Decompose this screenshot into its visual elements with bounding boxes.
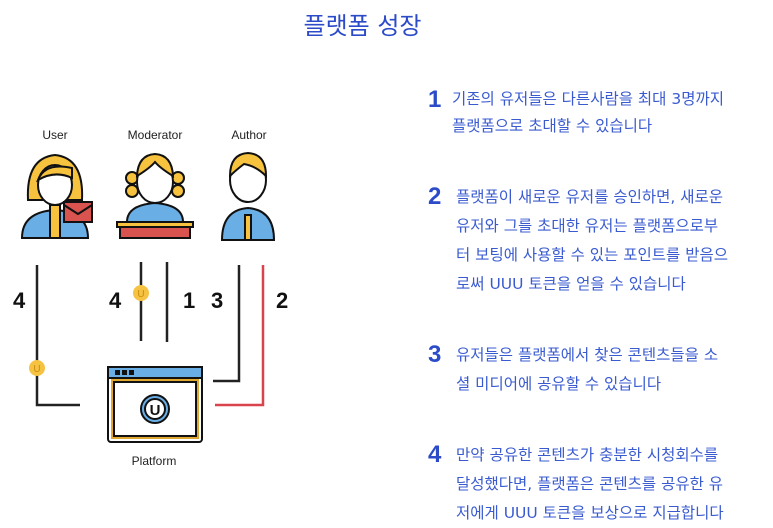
step-number: 3: [428, 341, 442, 368]
step-text-line: 플랫폼으로 초대할 수 있습니다: [452, 117, 653, 135]
step-text-line: 유저들은 플랫폼에서 찾은 콘텐츠들을 소: [456, 346, 719, 364]
author-icon: [220, 151, 276, 241]
svg-text:U: U: [33, 364, 40, 375]
flow-number: 1: [183, 288, 196, 313]
role-label-moderator: Moderator: [127, 128, 183, 142]
moderator-icon: [116, 152, 194, 239]
step-text-line: 터 보팅에 사용할 수 있는 포인트를 받음으: [456, 246, 728, 264]
user-icon: [20, 153, 93, 239]
page-title: 플랫폼 성장: [303, 12, 422, 40]
user-flow-line: [35, 265, 80, 407]
author-share-line: [213, 265, 241, 383]
step-text-line: 플랫폼이 새로운 유저를 승인하면, 새로운: [456, 188, 724, 206]
step-text-line: 로써 UUU 토큰을 얻을 수 있습니다: [456, 275, 686, 293]
step-number: 4: [428, 441, 442, 468]
step-text-line: 저에게 UUU 토큰을 보상으로 지급합니다: [456, 504, 724, 522]
step-text-line: 유저와 그를 초대한 유저는 플랫폼으로부: [456, 217, 719, 235]
step-text-line: 만약 공유한 콘텐츠가 충분한 시청회수를: [456, 446, 719, 464]
coin-icon: U: [29, 360, 45, 376]
flow-number: 4: [109, 288, 122, 313]
role-label-platform: Platform: [131, 454, 177, 468]
step-number: 1: [428, 86, 442, 113]
svg-text:U: U: [137, 289, 144, 300]
step-text-line: 달성했다면, 플랫폼은 콘텐츠를 공유한 유: [456, 475, 724, 493]
flow-number: 2: [276, 288, 289, 313]
step-number: 2: [428, 183, 442, 210]
step-text-line: 기존의 유저들은 다른사람을 최대 3명까지: [452, 90, 724, 108]
coin-icon: U: [133, 285, 149, 301]
flow-number: 3: [211, 288, 224, 313]
svg-text:U: U: [150, 402, 161, 419]
author-approve-line: [215, 265, 265, 407]
role-label-user: User: [42, 128, 68, 142]
step-text-line: 셜 미디어에 공유할 수 있습니다: [456, 375, 662, 393]
role-label-author: Author: [231, 128, 267, 142]
growth-diagram: U U U: [20, 151, 276, 443]
platform-icon: U: [107, 366, 203, 443]
flow-number: 4: [13, 288, 26, 313]
